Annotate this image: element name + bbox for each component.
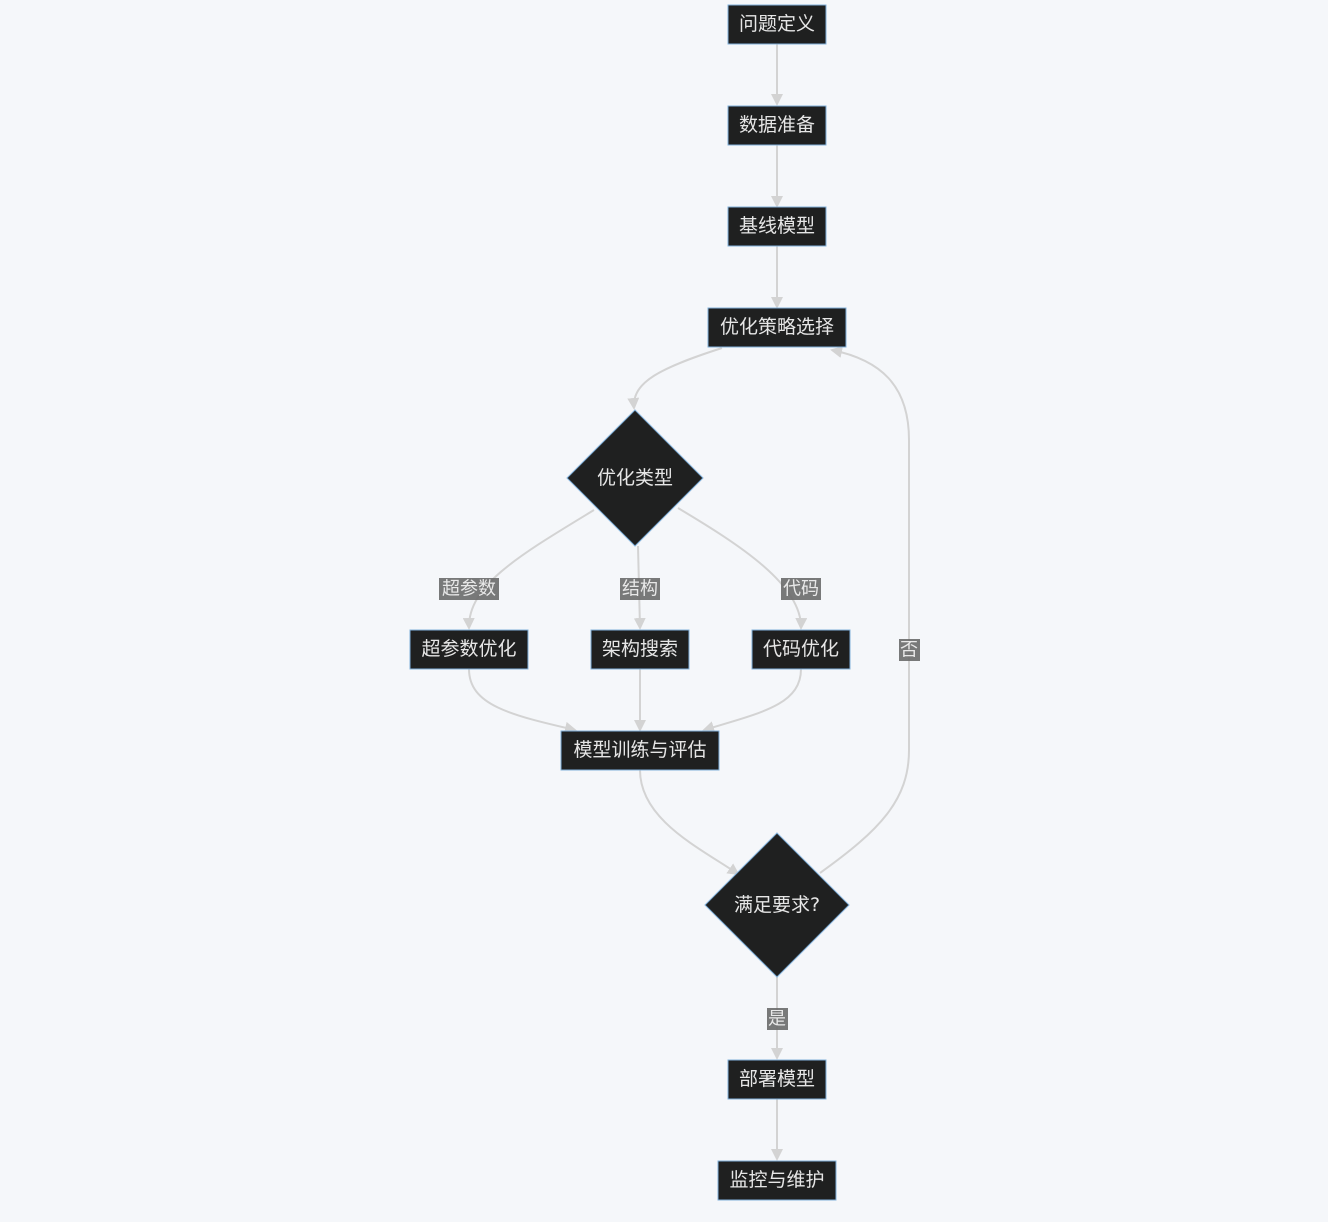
svg-text:架构搜索: 架构搜索 xyxy=(602,638,678,660)
svg-text:满足要求?: 满足要求? xyxy=(734,894,820,916)
svg-text:超参数: 超参数 xyxy=(442,579,496,600)
svg-text:问题定义: 问题定义 xyxy=(739,13,815,35)
svg-text:代码: 代码 xyxy=(783,579,819,600)
node-deploy: 部署模型 xyxy=(727,1059,827,1100)
edge-train-to-check xyxy=(639,769,740,876)
svg-text:数据准备: 数据准备 xyxy=(739,114,815,136)
svg-text:基线模型: 基线模型 xyxy=(739,215,815,237)
edge-label-code: 代码 xyxy=(781,578,821,600)
svg-text:结构: 结构 xyxy=(622,579,658,600)
svg-text:优化类型: 优化类型 xyxy=(597,467,673,489)
svg-text:监控与维护: 监控与维护 xyxy=(729,1169,824,1191)
node-type-decision: 优化类型 xyxy=(566,409,704,547)
edge-type-to-hyper xyxy=(462,509,595,630)
edge-label-no: 否 xyxy=(899,639,920,661)
node-data: 数据准备 xyxy=(727,105,827,146)
svg-text:代码优化: 代码优化 xyxy=(763,638,839,660)
node-problem: 问题定义 xyxy=(727,4,827,45)
edge-hyper-to-train xyxy=(468,668,577,734)
edge-type-to-code xyxy=(677,507,808,630)
svg-text:优化策略选择: 优化策略选择 xyxy=(720,316,834,338)
node-code: 代码优化 xyxy=(751,629,851,670)
edge-code-to-train xyxy=(702,668,802,733)
node-arch: 架构搜索 xyxy=(590,629,690,670)
edge-strategy-to-type xyxy=(627,347,723,410)
node-train: 模型训练与评估 xyxy=(560,730,720,771)
edge-label-yes: 是 xyxy=(767,1008,788,1030)
edge-label-structure: 结构 xyxy=(620,578,660,600)
svg-text:是: 是 xyxy=(768,1009,786,1030)
svg-text:部署模型: 部署模型 xyxy=(739,1068,815,1090)
node-hyper: 超参数优化 xyxy=(409,629,529,670)
edge-check-to-strategy-no xyxy=(819,346,910,874)
node-strategy: 优化策略选择 xyxy=(707,307,847,348)
svg-text:模型训练与评估: 模型训练与评估 xyxy=(573,739,706,761)
svg-text:超参数优化: 超参数优化 xyxy=(421,638,516,660)
node-baseline: 基线模型 xyxy=(727,206,827,247)
node-monitor: 监控与维护 xyxy=(717,1160,837,1201)
edge-label-hyper: 超参数 xyxy=(439,578,499,600)
node-check-decision: 满足要求? xyxy=(704,832,850,978)
svg-text:否: 否 xyxy=(900,640,918,661)
